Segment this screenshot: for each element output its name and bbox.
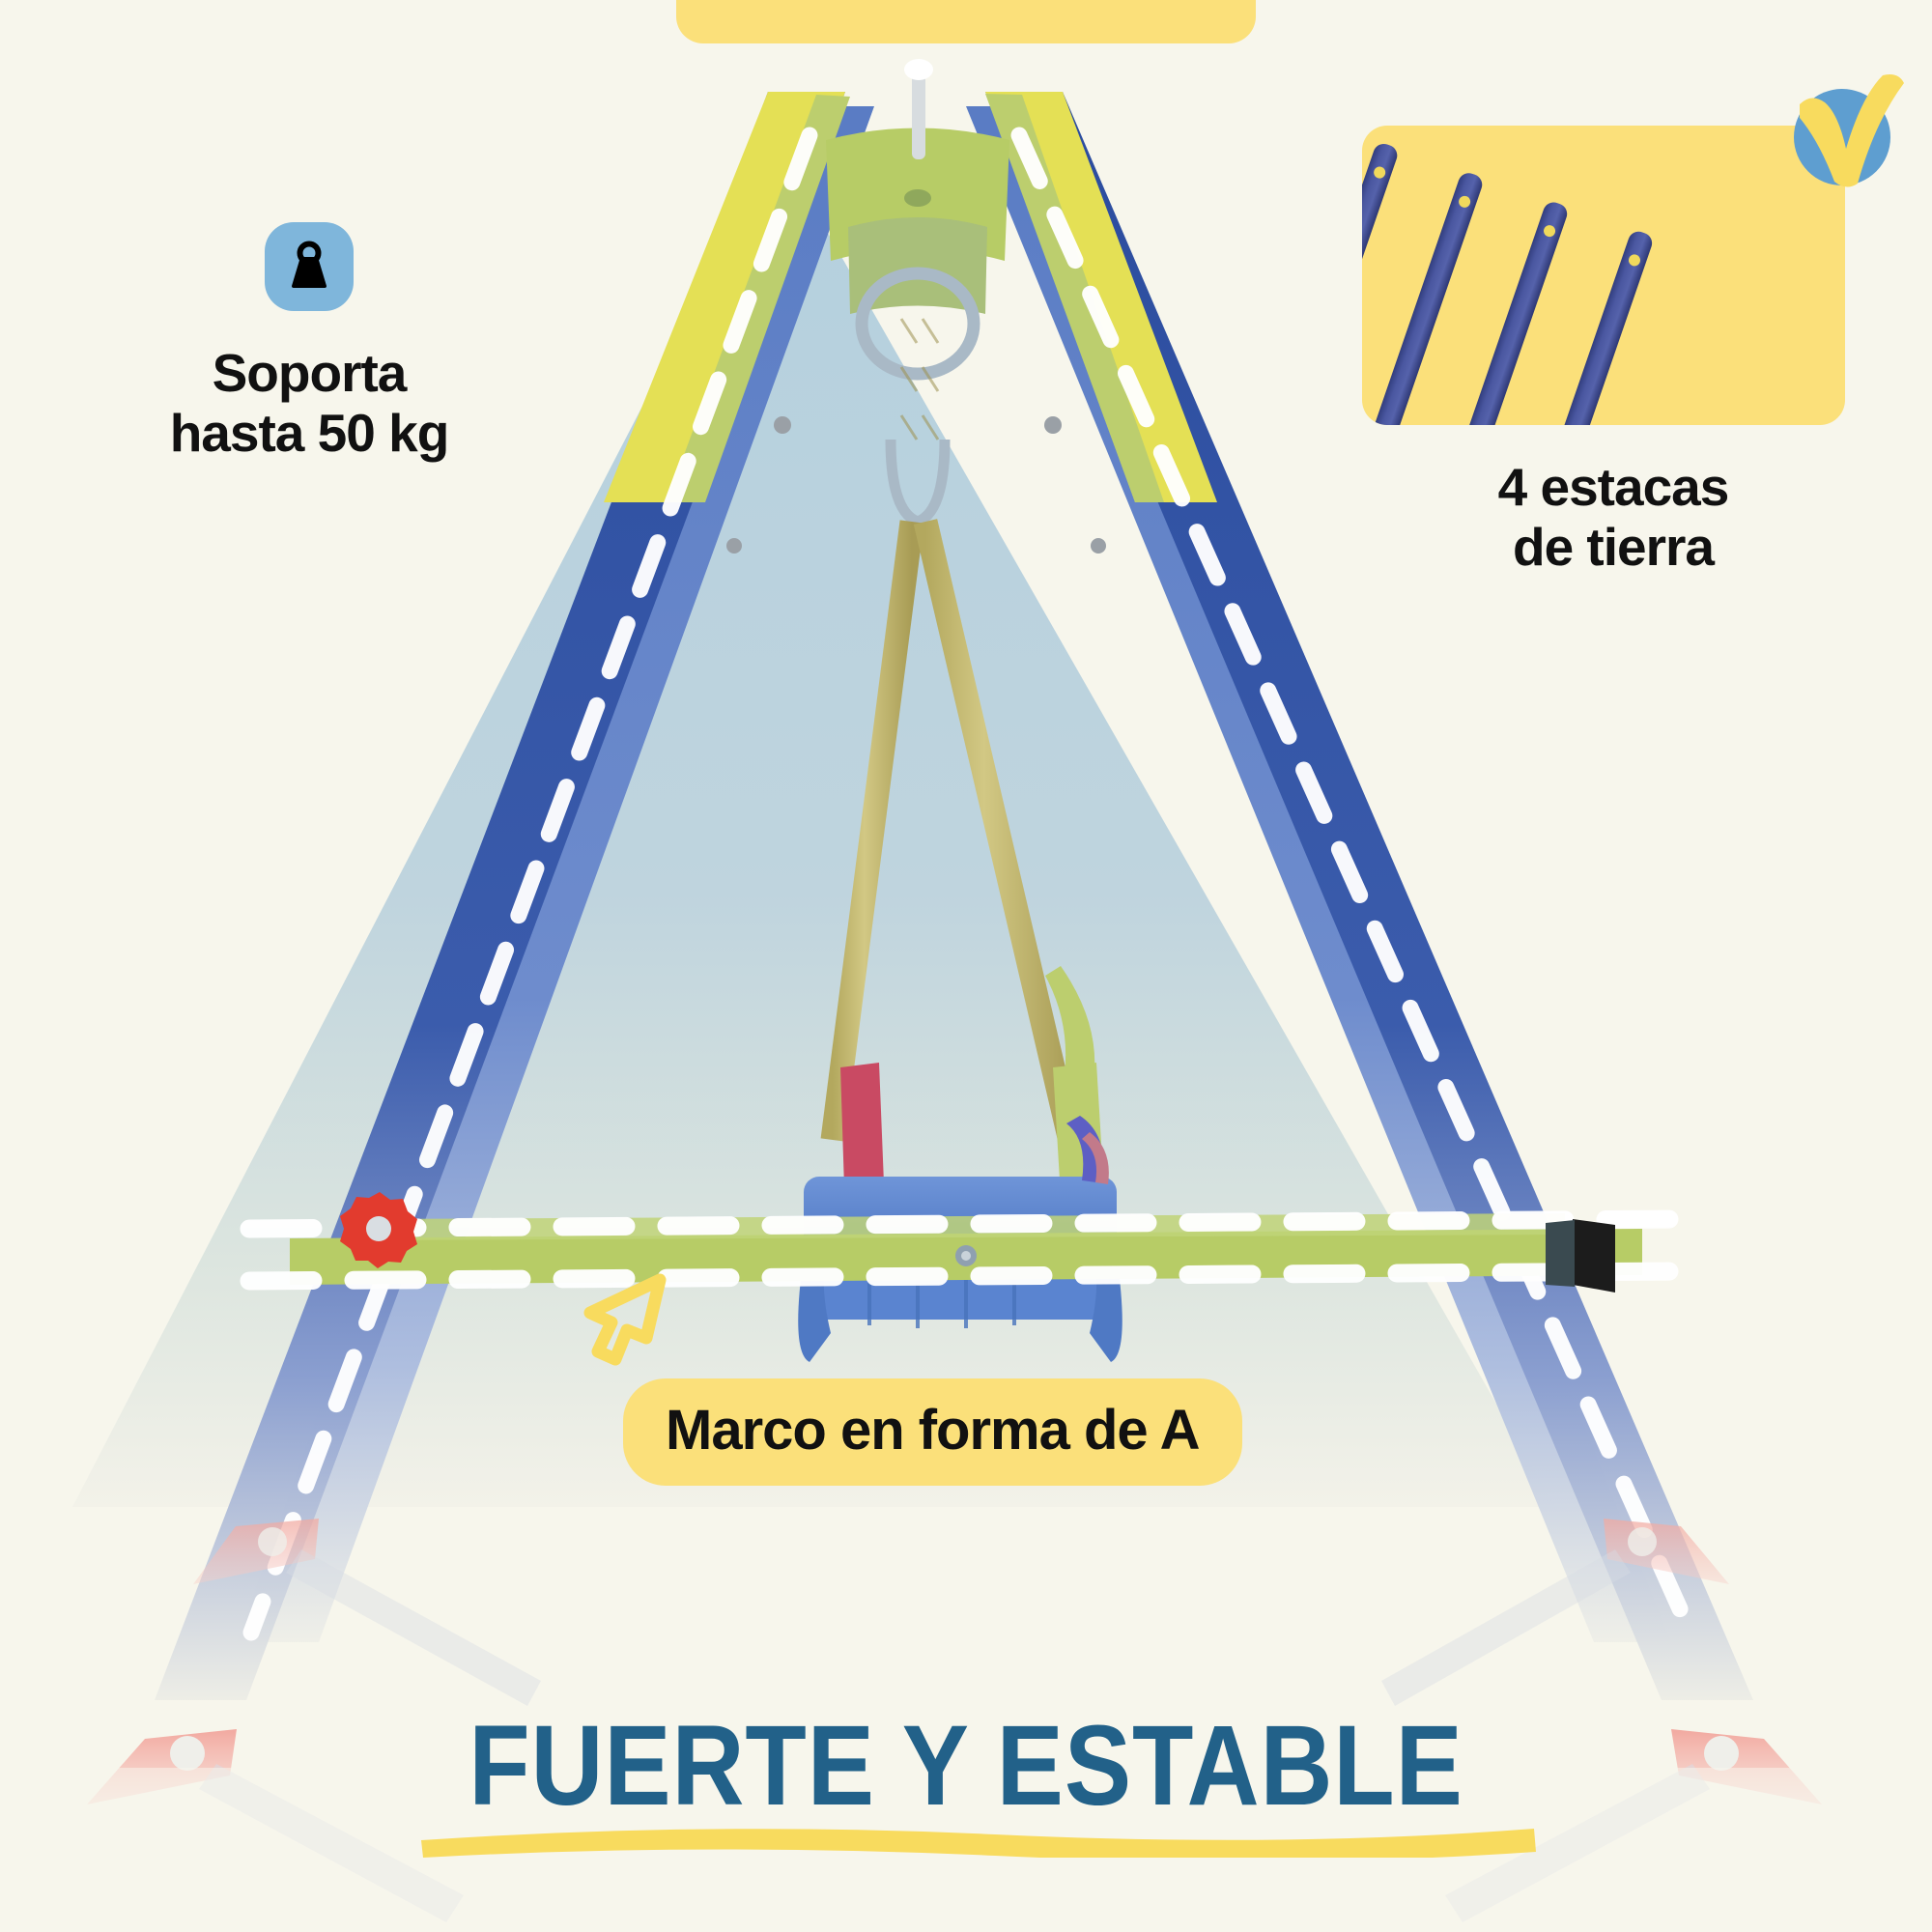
stakes-line-1: 4 estacas xyxy=(1497,457,1730,517)
brush-underline xyxy=(421,1829,1536,1858)
weight-line-2: hasta 50 kg xyxy=(169,402,450,463)
black-end-cap xyxy=(1546,1219,1615,1293)
right-leg-front xyxy=(985,92,1753,1700)
weight-caption: Soporta hasta 50 kg xyxy=(106,343,512,463)
feature-weight-capacity: Soporta hasta 50 kg xyxy=(106,222,512,463)
left-leg-front xyxy=(155,92,850,1700)
weight-kettlebell-icon xyxy=(265,222,354,311)
page-title: FUERTE Y ESTABLE xyxy=(469,1702,1463,1830)
a-frame-label-pill: Marco en forma de A xyxy=(623,1378,1242,1486)
top-yellow-bar xyxy=(676,0,1256,43)
right-leg-dashes xyxy=(1010,127,1699,1641)
left-foot-back xyxy=(193,1519,541,1706)
a-frame-label-text: Marco en forma de A xyxy=(666,1399,1201,1462)
red-star-knob xyxy=(340,1192,417,1268)
swing-rope xyxy=(820,290,1085,1152)
feature-ground-stakes: 4 estacas de tierra xyxy=(1362,126,1864,577)
right-foot-back xyxy=(1381,1519,1729,1706)
check-badge-icon xyxy=(1794,74,1904,187)
left-leg-dashes xyxy=(242,127,818,1641)
apex-bracket xyxy=(826,59,1009,381)
stakes-card xyxy=(1362,126,1845,425)
stakes-caption: 4 estacas de tierra xyxy=(1362,457,1864,577)
stakes-line-2: de tierra xyxy=(1512,516,1715,577)
weight-line-1: Soporta xyxy=(212,343,408,403)
stake-group xyxy=(1362,143,1653,425)
headline-block: FUERTE Y ESTABLE xyxy=(0,1700,1932,1832)
crossbar-dashes xyxy=(240,1209,1692,1291)
cursor-arrow-icon xyxy=(583,1273,667,1366)
